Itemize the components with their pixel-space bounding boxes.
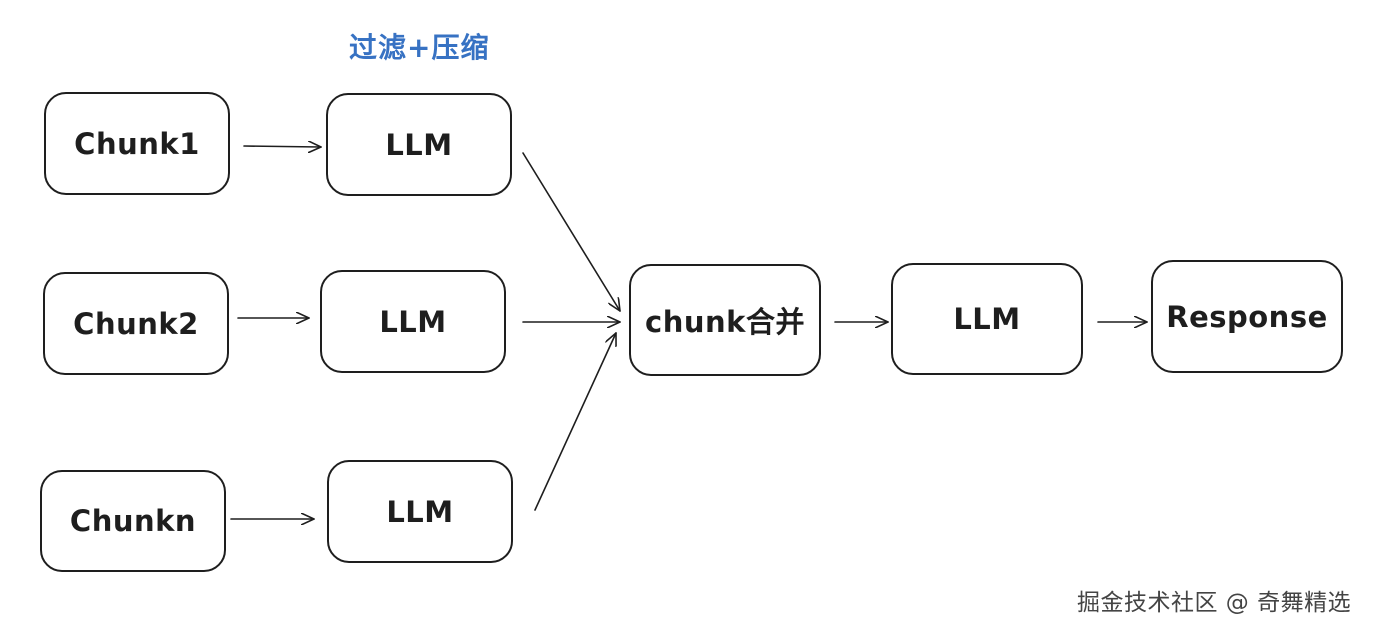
llm-node-1: LLM bbox=[326, 93, 512, 196]
arrow-llm3-to-merge bbox=[534, 332, 616, 511]
chunkn-node: Chunkn bbox=[40, 470, 226, 572]
arrow-llm1-to-merge bbox=[522, 152, 621, 312]
chunk-merge-node: chunk合并 bbox=[629, 264, 821, 376]
chunk2-node: Chunk2 bbox=[43, 272, 229, 375]
arrow-chunk1-to-llm1 bbox=[243, 146, 322, 147]
watermark: 掘金技术社区 @ 奇舞精选 bbox=[1077, 590, 1352, 616]
response-node: Response bbox=[1151, 260, 1343, 373]
llm-node-2: LLM bbox=[320, 270, 506, 373]
chunk1-node: Chunk1 bbox=[44, 92, 230, 195]
llm-final-node: LLM bbox=[891, 263, 1083, 375]
llm-node-3: LLM bbox=[327, 460, 513, 563]
heading-filter-compress: 过滤+压缩 bbox=[349, 31, 490, 64]
